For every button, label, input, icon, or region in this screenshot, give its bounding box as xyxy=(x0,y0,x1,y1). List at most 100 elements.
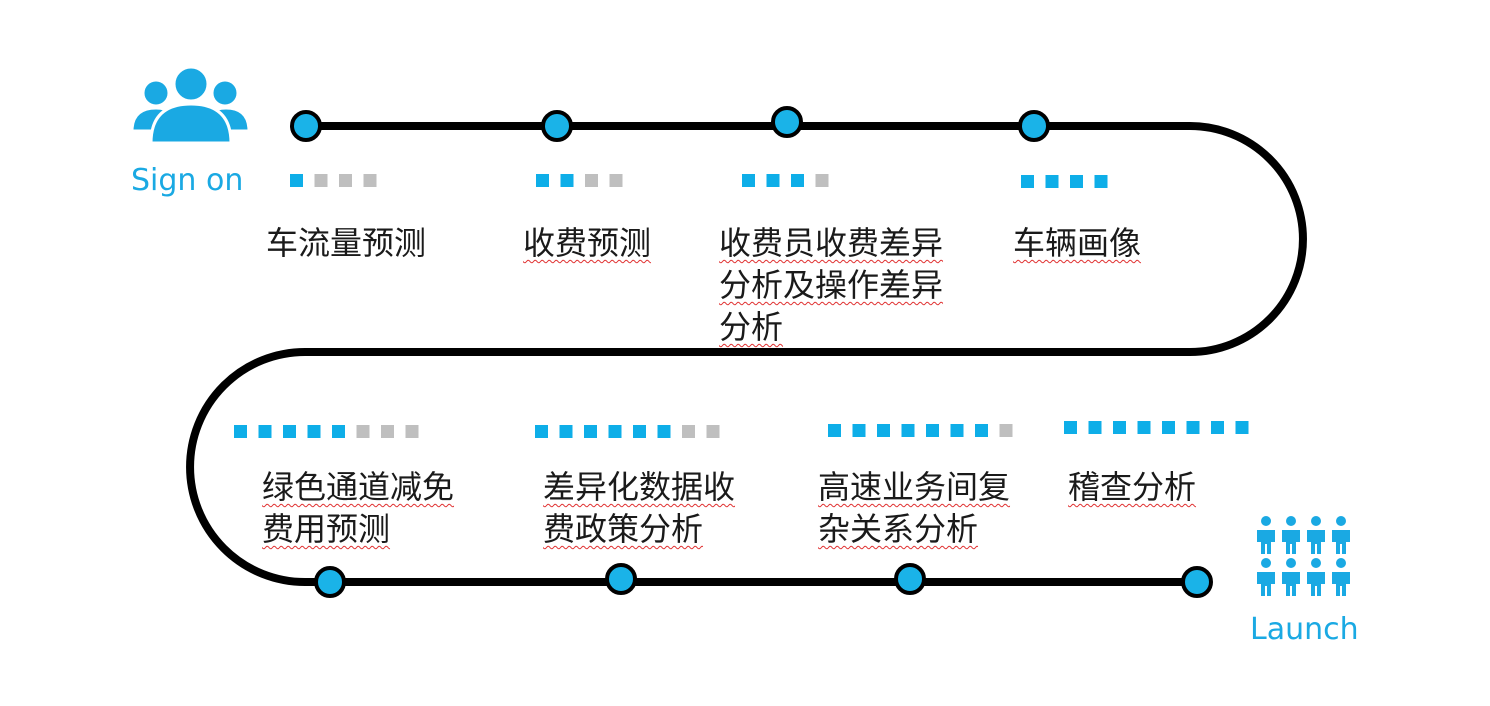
milestone-node xyxy=(605,563,637,595)
person-head xyxy=(1336,516,1346,526)
person-body xyxy=(1257,530,1275,554)
progress-square-filled xyxy=(742,174,755,187)
milestone-label-line: 车辆画像 xyxy=(1013,224,1142,262)
progress-layer xyxy=(234,174,1249,438)
progress-square-filled xyxy=(1162,421,1175,434)
node-layer xyxy=(290,106,1213,598)
milestone-label: 收费预测 xyxy=(523,222,651,264)
person-body xyxy=(1307,572,1325,596)
milestone-label-line: 差异化数据收 xyxy=(543,468,736,506)
progress-indicator xyxy=(290,174,377,187)
person-body xyxy=(1332,530,1350,554)
progress-square-filled xyxy=(1070,175,1083,188)
progress-square-empty xyxy=(815,174,829,187)
milestone-label-line: 费政策分析 xyxy=(543,510,704,548)
milestone-label: 差异化数据收 费政策分析 xyxy=(543,466,735,550)
progress-square-filled xyxy=(633,425,646,438)
person-body xyxy=(1307,530,1325,554)
milestone-label: 高速业务间复 杂关系分析 xyxy=(818,466,1010,550)
person-icon xyxy=(1282,558,1300,596)
progress-square-filled xyxy=(1064,421,1077,434)
progress-square-empty xyxy=(405,425,419,438)
milestone-node xyxy=(1181,566,1213,598)
progress-square-filled xyxy=(307,425,321,438)
person-head xyxy=(1286,516,1296,526)
progress-square-filled xyxy=(877,424,890,437)
progress-square-filled xyxy=(234,425,247,438)
progress-square-filled xyxy=(926,424,939,437)
progress-square-filled xyxy=(975,424,988,437)
person-icon xyxy=(1257,516,1275,554)
milestone-label-line: 稽查分析 xyxy=(1068,468,1197,506)
person-body xyxy=(1332,572,1350,596)
progress-indicator xyxy=(234,425,419,438)
person-head xyxy=(1336,558,1346,568)
person-head xyxy=(1286,558,1296,568)
milestone-label: 收费员收费差异 分析及操作差异 分析 xyxy=(719,222,943,348)
person-icon xyxy=(1307,516,1325,554)
crowd-icon xyxy=(1257,516,1350,596)
start-label: Sign on xyxy=(131,163,244,198)
milestone-label: 稽查分析 xyxy=(1068,466,1196,508)
person-head xyxy=(1261,516,1271,526)
milestone-label-line: 杂关系分析 xyxy=(818,510,979,548)
person-body xyxy=(1282,572,1300,596)
progress-indicator xyxy=(536,174,623,187)
milestone-label-line: 收费员收费差异 xyxy=(719,224,944,262)
progress-square-filled xyxy=(1186,421,1200,434)
progress-square-filled xyxy=(657,425,671,438)
person-icon xyxy=(1282,516,1300,554)
progress-square-filled xyxy=(1235,421,1249,434)
person-icon xyxy=(1257,558,1275,596)
progress-square-filled xyxy=(560,174,574,187)
milestone-label-line: 绿色通道减免 xyxy=(262,468,455,506)
progress-square-filled xyxy=(283,425,296,438)
person-body xyxy=(1257,572,1275,596)
progress-indicator xyxy=(535,425,720,438)
person-body xyxy=(1282,530,1300,554)
progress-square-filled xyxy=(1021,175,1034,188)
milestone-label-line: 分析及操作差异 xyxy=(719,266,944,304)
milestone-node xyxy=(771,106,803,138)
progress-square-filled xyxy=(791,174,804,187)
progress-square-empty xyxy=(356,425,370,438)
user-group-icon xyxy=(130,65,251,145)
progress-square-filled xyxy=(1113,421,1126,434)
progress-indicator xyxy=(742,174,829,187)
milestone-label-line: 费用预测 xyxy=(262,510,391,548)
milestone-node xyxy=(1018,110,1050,142)
milestone-node xyxy=(541,110,573,142)
progress-square-empty xyxy=(609,174,623,187)
progress-square-empty xyxy=(585,174,598,187)
roadmap-path xyxy=(186,122,1307,586)
milestone-label-line: 高速业务间复 xyxy=(818,468,1011,506)
person-icon xyxy=(1332,558,1350,596)
progress-square-filled xyxy=(1088,421,1102,434)
milestone-node xyxy=(894,563,926,595)
progress-square-filled xyxy=(608,425,622,438)
progress-square-filled xyxy=(535,425,548,438)
milestone-label-line: 分析 xyxy=(719,308,784,346)
progress-square-empty xyxy=(706,425,720,438)
person-head xyxy=(1261,558,1271,568)
progress-square-filled xyxy=(1211,421,1224,434)
progress-square-filled xyxy=(766,174,780,187)
progress-indicator xyxy=(828,424,1013,437)
progress-square-filled xyxy=(901,424,915,437)
progress-square-filled xyxy=(559,425,573,438)
progress-square-filled xyxy=(258,425,272,438)
progress-square-filled xyxy=(536,174,549,187)
milestone-node xyxy=(314,566,346,598)
progress-square-filled xyxy=(1137,421,1151,434)
progress-square-empty xyxy=(363,174,377,187)
person-icon xyxy=(1307,558,1325,596)
progress-square-filled xyxy=(828,424,841,437)
milestone-label: 车流量预测 xyxy=(266,222,426,264)
milestone-node xyxy=(290,110,322,142)
progress-square-filled xyxy=(1045,175,1059,188)
end-label: Launch xyxy=(1250,612,1359,647)
milestone-label-line: 收费预测 xyxy=(523,224,652,262)
progress-square-filled xyxy=(290,174,303,187)
progress-square-empty xyxy=(381,425,394,438)
